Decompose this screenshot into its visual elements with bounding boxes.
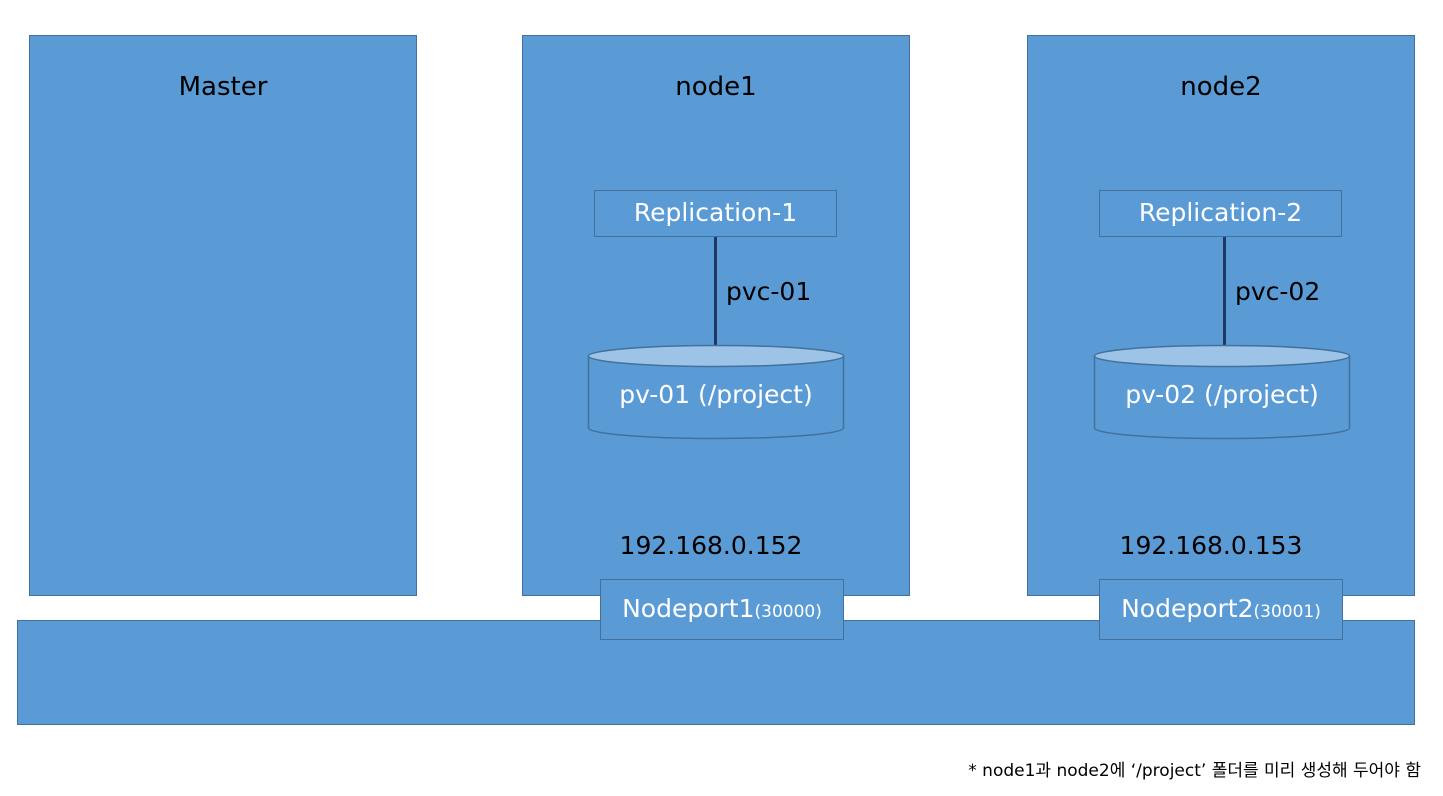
pv-02-label: pv-02 (/project) bbox=[1125, 380, 1319, 409]
replication-2-box: Replication-2 bbox=[1099, 190, 1342, 237]
nodeport2-port: (30001) bbox=[1253, 602, 1321, 622]
node2-ip: 192.168.0.153 bbox=[1119, 531, 1303, 560]
cylinder-shape bbox=[587, 344, 845, 440]
node2-box: node2 bbox=[1027, 35, 1415, 596]
nodeport2-label: Nodeport2 bbox=[1121, 594, 1254, 623]
nodeport1-box: Nodeport1(30000) bbox=[600, 579, 844, 640]
cylinder-shape bbox=[1093, 344, 1351, 440]
master-node-box: Master bbox=[29, 35, 417, 596]
pv-01-cylinder: pv-01 (/project) bbox=[587, 344, 845, 440]
master-title: Master bbox=[178, 72, 268, 102]
nodeport1-label: Nodeport1 bbox=[622, 594, 755, 623]
node2-title: node2 bbox=[1180, 72, 1262, 102]
node1-ip: 192.168.0.152 bbox=[619, 531, 803, 560]
node1-title: node1 bbox=[675, 72, 757, 102]
pvc-01-connector bbox=[714, 237, 717, 345]
pv-02-cylinder: pv-02 (/project) bbox=[1093, 344, 1351, 440]
pvc-02-connector bbox=[1223, 237, 1226, 345]
nodeport1-port: (30000) bbox=[754, 602, 822, 622]
footnote: * node1과 node2에 ‘/project’ 폴더를 미리 생성해 두어… bbox=[968, 761, 1421, 781]
pv-01-label: pv-01 (/project) bbox=[619, 380, 813, 409]
nodeport2-box: Nodeport2(30001) bbox=[1099, 579, 1343, 640]
replication-1-box: Replication-1 bbox=[594, 190, 837, 237]
pvc-01-label: pvc-01 bbox=[726, 277, 812, 306]
pvc-02-label: pvc-02 bbox=[1235, 277, 1321, 306]
